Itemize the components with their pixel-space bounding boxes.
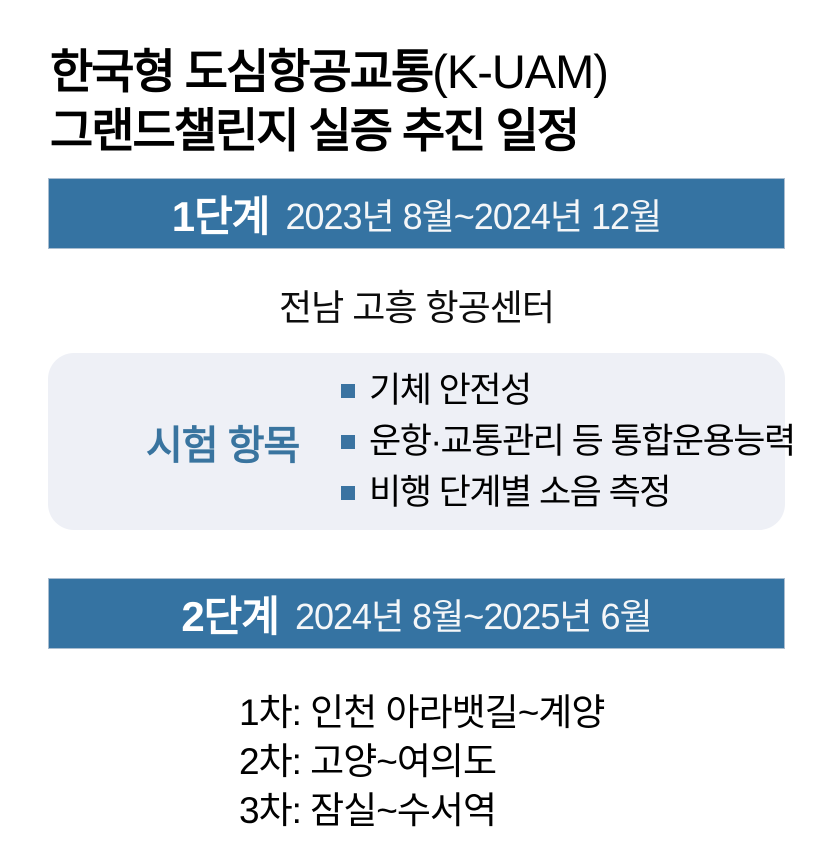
test-item-text: 기체 안전성 xyxy=(369,370,532,410)
square-bullet-icon xyxy=(341,383,355,398)
page-title-line1: 한국형 도심항공교통(K-UAM) xyxy=(50,42,609,101)
phase1-banner: 1단계 2023년 8월~2024년 12월 xyxy=(48,178,785,249)
phase1-location: 전남 고흥 항공센터 xyxy=(279,287,555,328)
square-bullet-icon xyxy=(341,485,355,500)
phase2-route-list: 1차: 인천 아라뱃길~계양 2차: 고양~여의도 3차: 잠실~수서역 xyxy=(239,688,605,835)
route-item: 3차: 잠실~수서역 xyxy=(239,790,497,831)
test-item: 기체 안전성 xyxy=(341,370,795,410)
test-item: 운항·교통관리 등 통합운용능력 xyxy=(341,421,796,461)
title-korean-part: 한국형 도심항공교통 xyxy=(50,45,434,98)
route-item: 1차: 인천 아라뱃길~계양 xyxy=(239,692,605,733)
test-item: 비행 단계별 소음 측정 xyxy=(341,472,795,512)
page-title: 한국형 도심항공교통(K-UAM) 그랜드챌린지 실증 추진 일정 xyxy=(50,42,609,160)
phase2-period: 2024년 8월~2025년 6월 xyxy=(294,595,653,637)
test-item-text: 비행 단계별 소음 측정 xyxy=(369,472,671,512)
phase1-period: 2023년 8월~2024년 12월 xyxy=(285,195,662,237)
phase2-label: 2단계 xyxy=(181,593,280,640)
test-items-label: 시험 항목 xyxy=(146,423,300,468)
phase1-label: 1단계 xyxy=(171,193,271,240)
route-item: 2차: 고양~여의도 xyxy=(239,741,497,782)
title-kuam-part: (K-UAM) xyxy=(432,45,609,98)
test-items-list: 기체 안전성 운항·교통관리 등 통합운용능력 비행 단계별 소음 측정 xyxy=(341,370,796,512)
test-item-text: 운항·교통관리 등 통합운용능력 xyxy=(369,421,796,461)
page-title-line2: 그랜드챌린지 실증 추진 일정 xyxy=(50,104,580,157)
test-items-box: 시험 항목 기체 안전성 운항·교통관리 등 통합운용능력 비행 단계별 소음 … xyxy=(48,353,796,530)
square-bullet-icon xyxy=(341,434,355,449)
phase2-banner: 2단계 2024년 8월~2025년 6월 xyxy=(48,578,785,649)
